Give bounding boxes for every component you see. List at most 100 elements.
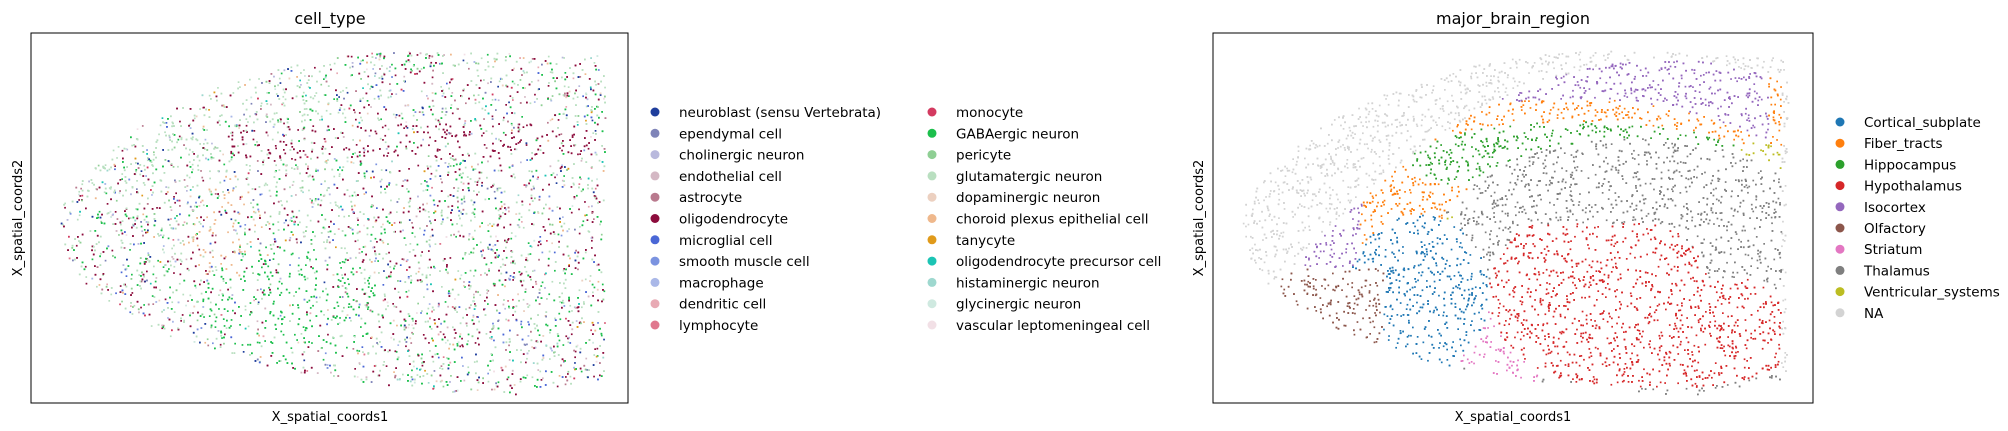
scatter-point	[525, 144, 528, 146]
scatter-point	[517, 123, 520, 126]
scatter-point	[98, 284, 101, 286]
scatter-point	[576, 306, 579, 309]
scatter-point	[407, 313, 410, 315]
scatter-point	[199, 315, 202, 317]
scatter-point	[274, 85, 276, 88]
scatter-point	[593, 218, 595, 220]
scatter-point	[223, 342, 225, 345]
scatter-point	[538, 334, 541, 336]
scatter-point	[584, 201, 586, 203]
scatter-point	[177, 223, 180, 226]
scatter-point	[376, 241, 378, 243]
scatter-point	[411, 317, 414, 320]
scatter-point	[349, 104, 352, 107]
scatter-point	[290, 217, 293, 219]
scatter-point	[554, 319, 557, 321]
scatter-point	[442, 218, 444, 221]
scatter-point	[363, 71, 366, 73]
scatter-point	[401, 258, 404, 260]
scatter-point	[565, 317, 567, 320]
scatter-point	[551, 242, 553, 245]
scatter-point	[442, 55, 444, 57]
scatter-point	[370, 290, 372, 292]
scatter-point	[471, 319, 474, 322]
scatter-point	[253, 299, 255, 302]
scatter-point	[507, 376, 510, 379]
scatter-point	[384, 295, 386, 297]
scatter-point	[421, 353, 423, 356]
scatter-point	[177, 138, 180, 141]
scatter-point	[341, 261, 344, 263]
scatter-point	[254, 113, 257, 115]
scatter-point	[131, 144, 133, 147]
scatter-point	[360, 78, 362, 80]
scatter-point	[250, 102, 253, 105]
scatter-point	[409, 52, 411, 55]
scatter-point	[443, 54, 445, 56]
scatter-point	[189, 189, 192, 191]
scatter-point	[351, 228, 354, 231]
scatter-point	[570, 382, 572, 385]
scatter-point	[300, 333, 303, 335]
scatter-point	[136, 138, 139, 141]
scatter-point	[411, 232, 414, 234]
scatter-point	[302, 99, 305, 101]
scatter-point	[351, 194, 354, 197]
scatter-point	[126, 148, 129, 151]
scatter-point	[286, 200, 288, 203]
scatter-point	[338, 175, 341, 177]
scatter-point	[136, 284, 139, 286]
scatter-point	[362, 187, 365, 190]
scatter-point	[245, 118, 248, 120]
scatter-point	[534, 153, 536, 156]
scatter-point	[209, 251, 212, 254]
scatter-point	[345, 316, 347, 319]
scatter-point	[585, 357, 588, 360]
scatter-point	[219, 343, 222, 346]
scatter-point	[486, 273, 488, 276]
scatter-point	[348, 107, 351, 110]
scatter-point	[339, 262, 341, 264]
scatter-point	[133, 304, 136, 307]
scatter-point	[427, 307, 430, 310]
scatter-point	[290, 139, 293, 142]
scatter-point	[477, 179, 480, 182]
scatter-point	[426, 202, 428, 205]
scatter-point	[495, 235, 497, 238]
scatter-point	[273, 300, 275, 303]
scatter-point	[250, 245, 252, 248]
scatter-point	[545, 272, 547, 275]
scatter-point	[297, 341, 300, 344]
scatter-point	[583, 149, 586, 152]
scatter-point	[244, 84, 246, 86]
scatter-point	[385, 169, 388, 172]
scatter-point	[519, 273, 522, 276]
scatter-point	[323, 314, 325, 316]
scatter-point	[277, 119, 279, 122]
scatter-point	[320, 199, 323, 202]
scatter-point	[287, 118, 289, 120]
scatter-point	[193, 280, 196, 283]
scatter-point	[531, 81, 533, 83]
scatter-point	[429, 136, 431, 139]
scatter-point	[311, 150, 313, 153]
scatter-point	[407, 190, 410, 193]
scatter-point	[363, 154, 366, 157]
scatter-point	[106, 203, 109, 205]
scatter-point	[262, 161, 264, 163]
scatter-point	[577, 76, 580, 78]
scatter-point	[482, 97, 484, 100]
scatter-point	[293, 223, 296, 226]
scatter-point	[320, 193, 322, 196]
scatter-point	[387, 145, 390, 148]
scatter-point	[497, 381, 500, 384]
scatter-point	[224, 333, 226, 336]
scatter-point	[348, 317, 351, 319]
scatter-point	[125, 189, 127, 192]
scatter-point	[544, 273, 546, 276]
scatter-point	[411, 369, 413, 372]
scatter-point	[530, 278, 532, 281]
scatter-point	[352, 139, 354, 141]
scatter-point	[498, 279, 501, 282]
scatter-point	[556, 173, 558, 176]
